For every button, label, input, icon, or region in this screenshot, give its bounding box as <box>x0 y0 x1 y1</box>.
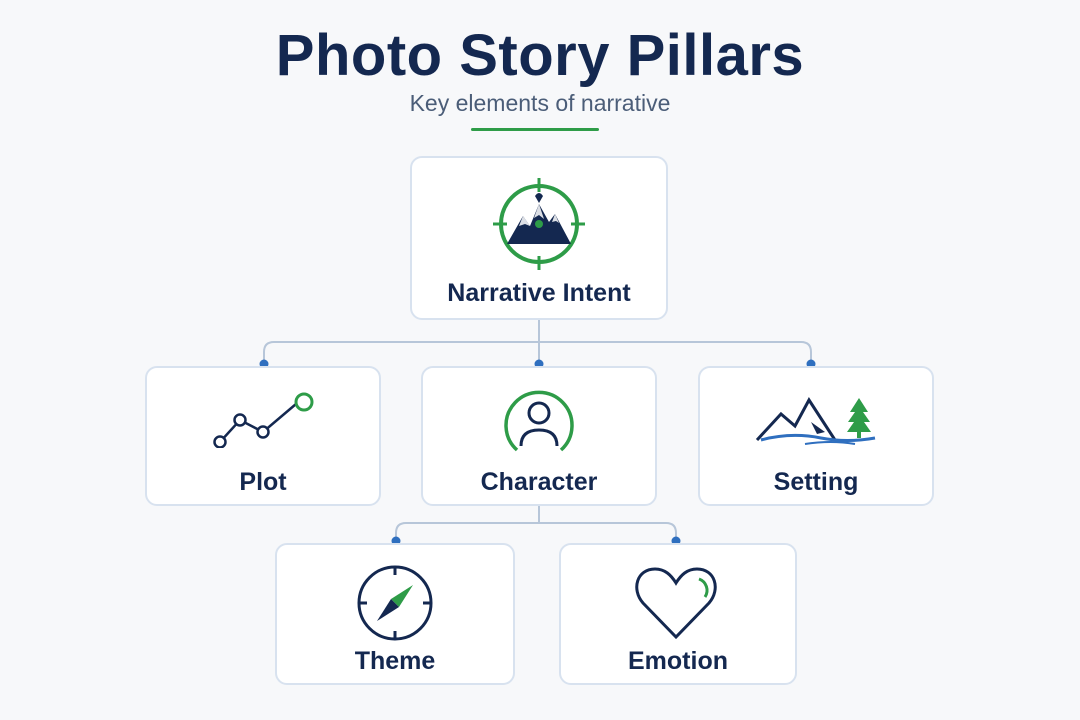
page-title: Photo Story Pillars <box>275 23 805 88</box>
title-underline <box>471 128 599 131</box>
node-emotion: Emotion <box>559 543 797 685</box>
mountain-target-icon <box>493 178 585 270</box>
node-label: Theme <box>354 647 436 675</box>
node-label: Character <box>480 468 598 496</box>
compass-icon <box>357 565 433 641</box>
page-subtitle: Key elements of narrative <box>409 90 671 116</box>
node-setting: Setting <box>698 366 934 506</box>
node-character: Character <box>421 366 657 506</box>
node-theme: Theme <box>275 543 515 685</box>
node-narrative-intent: Narrative Intent <box>410 156 668 320</box>
edge-root-bar <box>263 341 812 364</box>
landscape-icon <box>755 397 876 445</box>
node-plot: Plot <box>145 366 381 506</box>
heart-icon <box>635 567 717 640</box>
node-label: Narrative Intent <box>447 279 631 307</box>
node-label: Plot <box>239 468 287 496</box>
line-graph-icon <box>213 392 314 448</box>
person-icon <box>504 390 574 452</box>
node-label: Setting <box>773 468 859 496</box>
node-label: Emotion <box>628 647 728 675</box>
edge-character-bar <box>395 522 677 541</box>
